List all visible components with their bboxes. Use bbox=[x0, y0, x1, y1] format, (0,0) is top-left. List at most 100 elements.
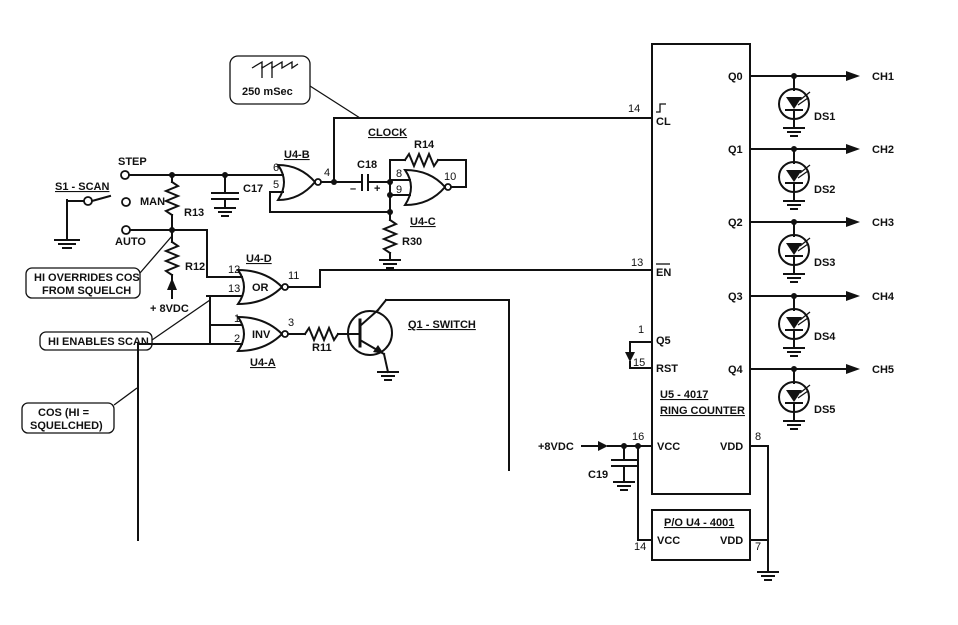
led-emission-icon bbox=[797, 170, 809, 179]
q1-body bbox=[347, 310, 393, 356]
u4c-body bbox=[403, 168, 447, 207]
led-emission-icon bbox=[799, 384, 811, 394]
junction-dot bbox=[169, 172, 175, 178]
u4c-label: U4-C bbox=[410, 216, 436, 228]
c17-label: C17 bbox=[243, 183, 263, 195]
u5-type: RING COUNTER bbox=[660, 405, 745, 417]
cos-box bbox=[21, 402, 115, 434]
counter-supply: +8VDC C19 bbox=[538, 441, 779, 581]
u4d-pin-11: 11 bbox=[288, 270, 299, 282]
u4c-pin-9: 9 bbox=[396, 184, 402, 196]
u4b-pin-4: 4 bbox=[324, 167, 330, 179]
output-label: Q2 bbox=[728, 217, 743, 229]
u5-pin-13: 13 bbox=[631, 257, 643, 269]
hi-enables-box bbox=[39, 331, 153, 351]
c18-capacitor: C18 – + bbox=[350, 159, 391, 195]
u5-cl-label: CL bbox=[656, 116, 671, 128]
waveform-trace bbox=[251, 60, 299, 70]
r13-resistor: R13 bbox=[163, 172, 204, 233]
man-label: MAN bbox=[140, 196, 165, 208]
hi-overrides-line1: HI OVERRIDES COS bbox=[34, 272, 140, 284]
hi-overrides-box bbox=[25, 267, 141, 299]
led-label: DS2 bbox=[814, 184, 835, 196]
u4-pin-7: 7 bbox=[755, 541, 761, 553]
led-diode-icon bbox=[786, 170, 802, 182]
channel-label: CH4 bbox=[872, 291, 895, 303]
output-label: Q1 bbox=[728, 144, 743, 156]
channel-label: CH3 bbox=[872, 217, 894, 229]
u4a-body bbox=[236, 315, 284, 353]
hi-enables-leader bbox=[151, 299, 211, 341]
output-label: Q0 bbox=[728, 71, 743, 83]
man-contact bbox=[121, 197, 131, 207]
led-emission-icon bbox=[799, 91, 811, 101]
u4-power-vdd: VDD bbox=[720, 535, 743, 547]
waveform-box bbox=[229, 55, 311, 105]
callouts: HI OVERRIDES COS FROM SQUELCH HI ENABLES… bbox=[21, 235, 211, 434]
channel-label: CH1 bbox=[872, 71, 894, 83]
u4d-or-text: OR bbox=[252, 282, 269, 294]
c18-minus: – bbox=[350, 183, 356, 195]
u4a-pin-3: 3 bbox=[288, 317, 294, 329]
u5-pin-15: 15 bbox=[633, 357, 645, 369]
r11-resistor: R11 bbox=[287, 325, 351, 354]
hi-overrides-leader bbox=[139, 235, 173, 274]
led-emission-icon bbox=[797, 97, 809, 106]
clock-edge-icon bbox=[656, 103, 666, 113]
r12-resistor: R12 + 8VDC bbox=[150, 229, 205, 315]
u4a-inv-text: INV bbox=[252, 329, 271, 341]
led-emission-icon bbox=[797, 390, 809, 399]
emitter-arrow-icon bbox=[373, 345, 384, 354]
led-diode-icon bbox=[786, 97, 802, 109]
step-contact bbox=[120, 170, 130, 180]
c19-label: C19 bbox=[588, 469, 608, 481]
cos-line2: SQUELCHED) bbox=[30, 420, 103, 432]
auto-label: AUTO bbox=[115, 236, 146, 248]
u4b-pin-5: 5 bbox=[273, 179, 279, 191]
supply-arrow-icon bbox=[167, 278, 177, 290]
switch-label: S1 - SCAN bbox=[55, 181, 109, 193]
u4c-nor-gate: 8 9 10 U4-C bbox=[387, 159, 467, 228]
led-label: DS5 bbox=[814, 404, 835, 416]
scan-switch: STEP S1 - SCAN MAN AUTO bbox=[54, 156, 271, 249]
output-label: Q3 bbox=[728, 291, 743, 303]
led-diode-icon bbox=[786, 390, 802, 402]
u4c-pin-8: 8 bbox=[396, 168, 402, 180]
u5-ring-counter: 14 CL 13 EN 1 Q5 15 RST U5 - 4017 RING C… bbox=[625, 43, 761, 495]
output-label: Q4 bbox=[728, 364, 744, 376]
led-emission-icon bbox=[799, 311, 811, 321]
u4d-or-gate: U4-D OR 12 13 11 bbox=[206, 229, 653, 306]
c18-label: C18 bbox=[357, 159, 377, 171]
r30-resistor: R30 bbox=[379, 211, 422, 269]
u5-pin-16: 16 bbox=[632, 431, 644, 443]
u5-pin-8: 8 bbox=[755, 431, 761, 443]
cos-line1: COS (HI = bbox=[38, 407, 89, 419]
u4b-nor-gate: U4-B 6 5 4 bbox=[269, 149, 330, 213]
r12-label: R12 bbox=[185, 261, 205, 273]
u5-en-label: EN bbox=[656, 267, 671, 279]
supply-arrow-icon bbox=[598, 441, 608, 451]
u4d-pin-13: 13 bbox=[228, 283, 240, 295]
u4-power-block: P/O U4 - 4001 VCC VDD 14 7 bbox=[634, 509, 761, 561]
r30-label: R30 bbox=[402, 236, 422, 248]
clock-waveform-callout: 250 mSec bbox=[229, 55, 361, 119]
u4b-label: U4-B bbox=[284, 149, 310, 161]
auto-contact bbox=[121, 225, 131, 235]
u5-q5-label: Q5 bbox=[656, 335, 671, 347]
u5-name: U5 - 4017 bbox=[660, 389, 708, 401]
clock-label: CLOCK bbox=[368, 127, 407, 139]
r14-label: R14 bbox=[414, 139, 435, 151]
led-label: DS1 bbox=[814, 111, 835, 123]
led-emission-icon bbox=[797, 243, 809, 252]
left-supply-label: + 8VDC bbox=[150, 303, 189, 315]
cos-leader bbox=[113, 387, 138, 406]
output-arrow-icon bbox=[846, 217, 860, 227]
led-emission-icon bbox=[799, 237, 811, 247]
u4d-pin-12: 12 bbox=[228, 264, 240, 276]
led-label: DS3 bbox=[814, 257, 835, 269]
u5-rst-label: RST bbox=[656, 363, 678, 375]
hi-enables-text: HI ENABLES SCAN bbox=[48, 336, 149, 348]
waveform-leader-line bbox=[309, 85, 361, 119]
led-emission-icon bbox=[799, 164, 811, 174]
